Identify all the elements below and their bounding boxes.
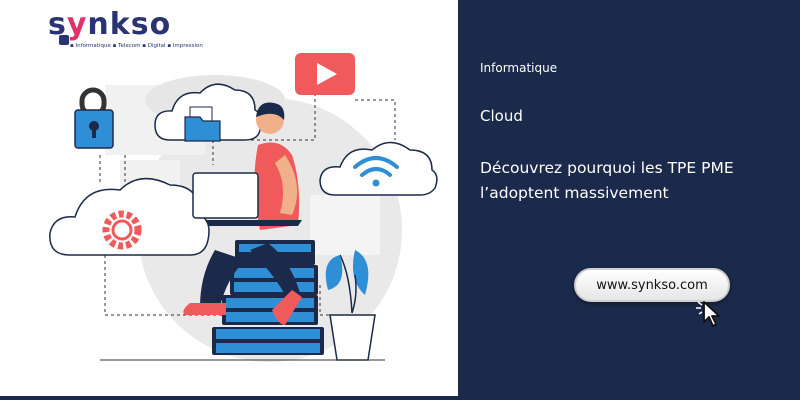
cloud-illustration	[49, 53, 438, 362]
folder-icon	[154, 83, 263, 142]
lock-icon	[74, 87, 114, 149]
logo-tagline: ▪ Informatique ▪ Telecom ▪ Digital ▪ Imp…	[70, 43, 203, 49]
person-figure	[183, 102, 302, 325]
website-link-button[interactable]: www.synkso.com	[574, 268, 730, 302]
plant-decoration	[325, 250, 376, 361]
article-topic: Cloud	[480, 107, 523, 125]
gear-icon	[49, 177, 210, 256]
info-panel	[458, 0, 800, 400]
cursor-icon	[696, 301, 720, 327]
logo-mark	[59, 35, 69, 45]
bottom-bar	[0, 396, 458, 400]
brand-logo[interactable]: synkso ▪ Informatique ▪ Telecom ▪ Digita…	[48, 7, 218, 54]
wifi-icon	[319, 141, 438, 196]
logo-wordmark: synkso	[48, 7, 172, 42]
play-icon	[295, 53, 355, 95]
article-category[interactable]: Informatique	[480, 61, 558, 75]
article-headline: Découvrez pourquoi les TPE PME l’adopten…	[480, 159, 734, 202]
